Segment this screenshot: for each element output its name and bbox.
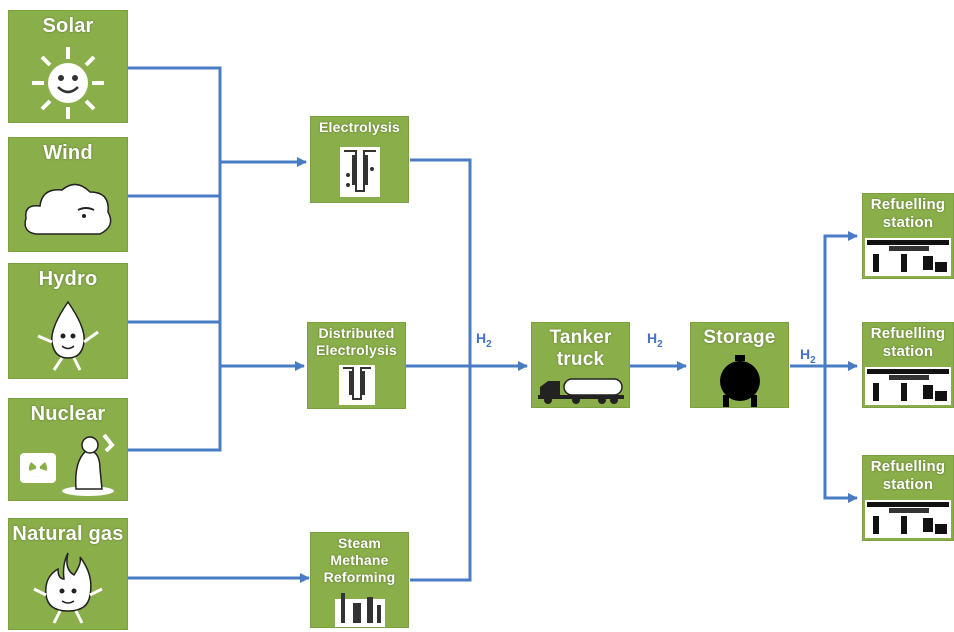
source-solar: Solar: [8, 10, 128, 123]
source-wind: Wind: [8, 137, 128, 252]
process-label-line: Steam: [337, 535, 382, 551]
h2-text: H: [476, 330, 487, 346]
station-label-line: Refuelling: [870, 196, 946, 213]
source-label: Solar: [42, 15, 94, 37]
electrolyzer-icon: [339, 147, 380, 197]
station-label: Refuelling station: [863, 196, 953, 232]
h2-subscript: 2: [486, 338, 492, 350]
station-label-line: station: [882, 476, 934, 493]
process-label: Electrolysis: [319, 119, 400, 135]
arrow-to-station-3: [823, 366, 858, 503]
process-distributed-electrolysis: Distributed Electrolysis: [307, 322, 406, 409]
cloud-icon: [24, 183, 112, 235]
process-steam-methane-reforming: Steam Methane Reforming: [310, 532, 409, 628]
transport-label-line: Tanker: [549, 327, 612, 348]
refuelling-station-1: Refuelling station: [862, 193, 954, 279]
storage-label: Storage: [703, 327, 776, 348]
nuclear-worker-icon: [20, 433, 115, 496]
station-label: Refuelling station: [863, 325, 953, 361]
source-label: Wind: [43, 142, 93, 164]
process-label-line: Reforming: [323, 569, 396, 585]
process-merge-line: [410, 158, 472, 582]
sun-icon: [32, 47, 104, 119]
station-label-line: station: [882, 343, 934, 360]
source-nuclear: Nuclear: [8, 398, 128, 501]
storage-tank-icon: [719, 355, 760, 407]
fuel-station-icon: [865, 367, 951, 405]
source-natural-gas: Natural gas: [8, 518, 128, 630]
h2-text: H: [647, 330, 658, 346]
flame-mascot-icon: [33, 552, 103, 624]
electrolyzer-icon: [338, 365, 375, 405]
refuelling-station-2: Refuelling station: [862, 322, 954, 408]
h2-flow-label: H2: [647, 330, 663, 350]
source-hydro: Hydro: [8, 263, 128, 379]
h2-subscript: 2: [657, 338, 663, 350]
source-label: Natural gas: [12, 523, 124, 545]
h2-subscript: 2: [810, 354, 816, 366]
station-label-line: station: [882, 214, 934, 231]
tanker-truck-icon: [537, 378, 624, 404]
source-label: Nuclear: [30, 403, 106, 425]
source-label: Hydro: [38, 268, 98, 290]
h2-flow-label: H2: [476, 330, 492, 350]
station-label-line: Refuelling: [870, 325, 946, 342]
h2-flow-label: H2: [800, 346, 816, 366]
transport-tanker-truck: Tanker truck: [531, 322, 630, 408]
transport-label-line: truck: [556, 349, 605, 370]
process-label-line: Electrolysis: [316, 342, 397, 358]
process-label-line: Methane: [330, 552, 389, 568]
plant-icon: [334, 593, 385, 627]
process-label-line: Distributed: [318, 325, 395, 341]
storage-node: Storage: [690, 322, 789, 408]
process-label: Distributed Electrolysis: [308, 325, 405, 359]
source-bus-line: [128, 66, 222, 452]
fuel-station-icon: [865, 500, 951, 538]
h2-text: H: [800, 346, 811, 362]
fuel-station-icon: [865, 238, 951, 276]
process-electrolysis: Electrolysis: [310, 116, 409, 203]
transport-label: Tanker truck: [532, 327, 629, 371]
station-label-line: Refuelling: [870, 458, 946, 475]
refuelling-station-3: Refuelling station: [862, 455, 954, 541]
arrow-to-station-1: [823, 231, 858, 366]
station-label: Refuelling station: [863, 458, 953, 494]
water-drop-mascot-icon: [37, 300, 99, 371]
process-label: Steam Methane Reforming: [311, 535, 408, 586]
